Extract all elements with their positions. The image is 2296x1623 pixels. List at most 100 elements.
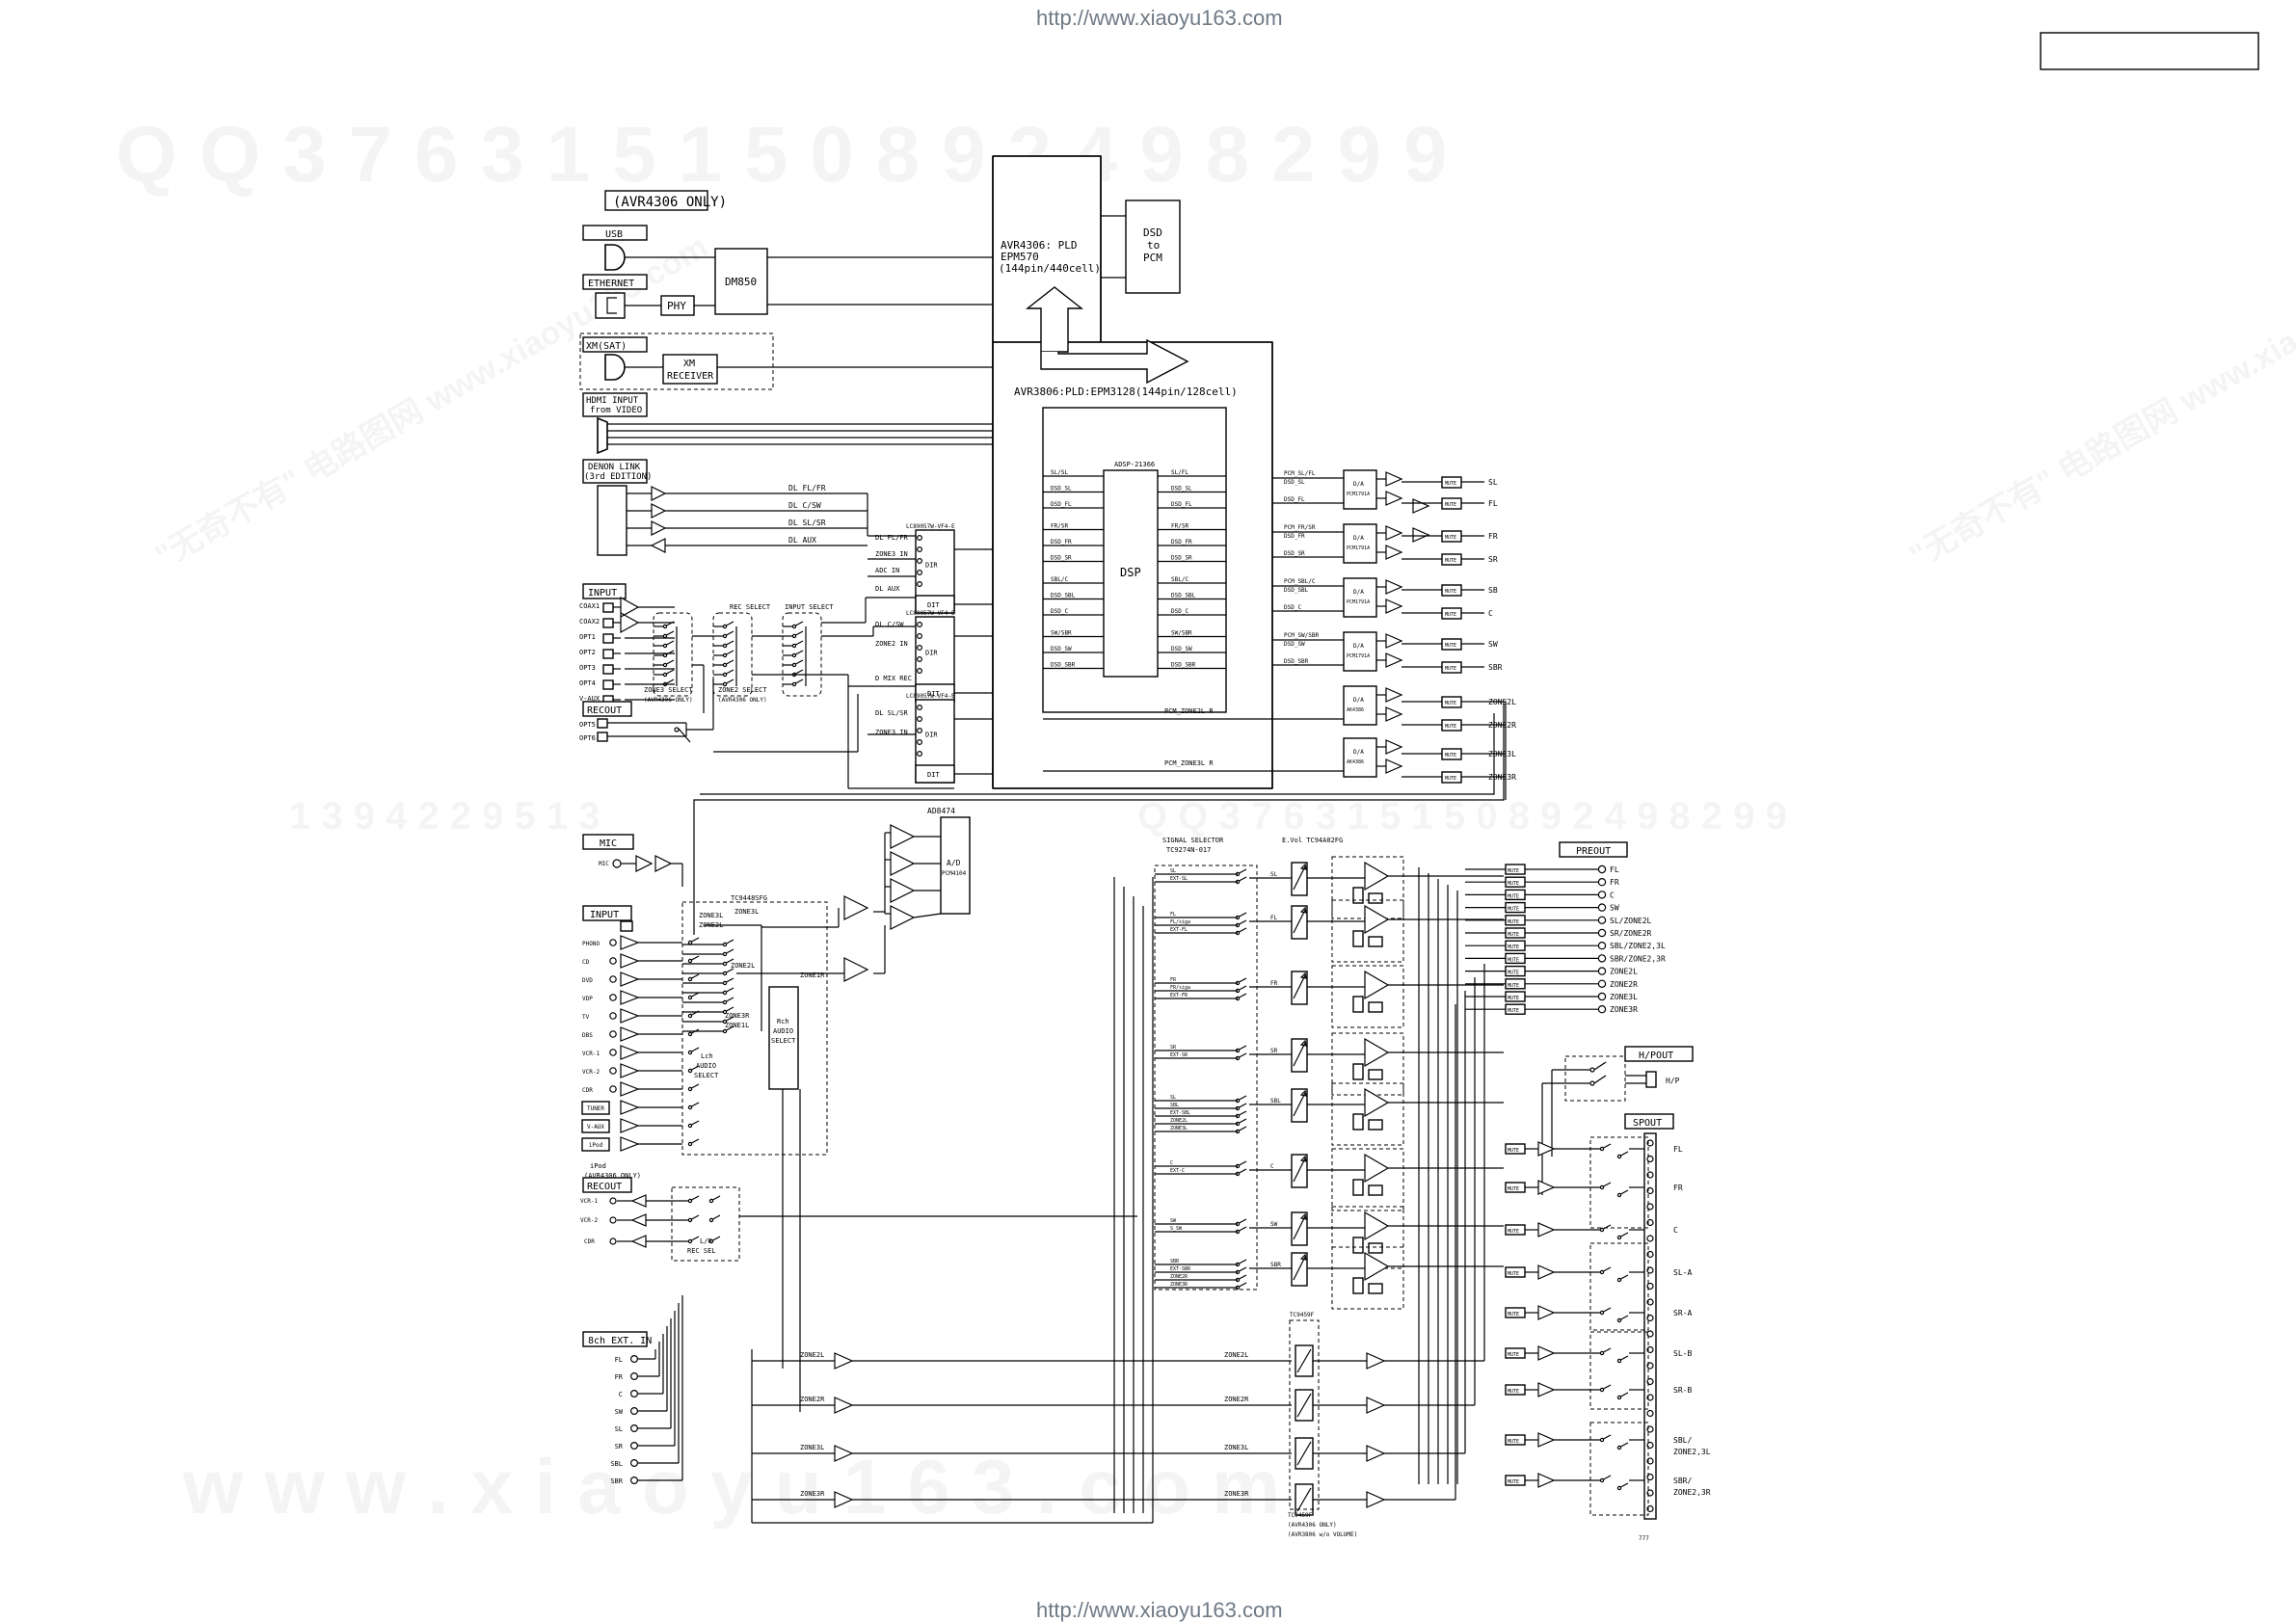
dsp-chip-label: ADSP-21366 xyxy=(1114,461,1155,468)
preout-label-1: FR xyxy=(1610,878,1619,887)
watermark-qq-row-1: Q Q 3 7 6 3 1 5 1 5 0 8 9 2 4 9 8 2 9 9 xyxy=(116,111,1447,199)
preout-jack-0 xyxy=(1597,865,1607,874)
digital-input-jack-5 xyxy=(602,679,614,690)
dsp-out-label-3: FR/SR xyxy=(1171,523,1188,530)
dac-mute-label-7: MUTE xyxy=(1445,666,1456,672)
dl-line-2: DL SL/SR xyxy=(788,519,826,527)
denon-link-label-2: (3rd EDITION) xyxy=(584,472,652,482)
dac-amp-a-1 xyxy=(1385,525,1403,541)
hpout-label-frame xyxy=(1624,1046,1694,1062)
pld4306-label-3: (144pin/440cell) xyxy=(999,262,1101,275)
rec-sel-switch-r-1 xyxy=(708,1214,721,1223)
dsd-to-pcm-2: to xyxy=(1147,239,1160,252)
ipod-note-2: (AVR4306 ONLY) xyxy=(584,1172,641,1180)
zone-amp-out-0 xyxy=(1366,1352,1386,1370)
sel-label-22: ZONE3R xyxy=(1170,1282,1188,1288)
xm-receiver-chip xyxy=(662,354,718,385)
rec-sel-switch-r-0 xyxy=(708,1195,721,1204)
spout-amp-7 xyxy=(1537,1432,1556,1448)
dac-block-0 xyxy=(1343,469,1377,510)
mic-jack xyxy=(612,859,622,868)
page-number-frame xyxy=(2040,32,2259,70)
digital-input-jack-4 xyxy=(602,664,614,675)
dac-out-label-0: SL xyxy=(1488,478,1498,487)
dir-pin-0-0 xyxy=(916,534,922,541)
preout-mute-label-6: MUTE xyxy=(1508,945,1519,950)
xm-label-frame xyxy=(582,336,648,353)
dac-out-label-6: SW xyxy=(1488,640,1498,649)
analog-input-box-10 xyxy=(581,1119,610,1133)
preout-label-10: ZONE3L xyxy=(1610,993,1638,1001)
dac-mute-label-9: MUTE xyxy=(1445,724,1456,730)
dac-amp-b-3 xyxy=(1385,652,1403,668)
digital-input-5: OPT4 xyxy=(579,679,596,687)
bus-arrow-right xyxy=(1040,338,1189,385)
tc-vol2-label: TC9459F xyxy=(1288,1512,1313,1519)
zone-label-5: ZONE1L xyxy=(725,1022,749,1029)
dac-block-1 xyxy=(1343,523,1377,564)
dac-block-3 xyxy=(1343,631,1377,672)
pcm-label-2-c: DSD_C xyxy=(1284,604,1301,611)
lch-label-2: AUDIO xyxy=(696,1062,716,1070)
dsp-out-label-9: SW/SBR xyxy=(1171,630,1192,637)
zone-amp-out-1 xyxy=(1366,1397,1386,1414)
evol-opamp-5 xyxy=(1364,1153,1390,1184)
watermark-qq-row-2: 1 3 9 4 2 2 9 5 1 3 xyxy=(289,795,600,838)
ana-sel-switch-b-6 xyxy=(722,997,734,1005)
dac-amp-a-3 xyxy=(1385,633,1403,649)
analog-input-label-2: DVD xyxy=(582,977,593,984)
dsp-in-label-8: DSD_C xyxy=(1051,608,1068,615)
analog-input-label-10: V-AUX xyxy=(587,1124,604,1131)
preout-jack-3 xyxy=(1597,903,1607,912)
preout-jack-10 xyxy=(1597,992,1607,1001)
evol-opamp-6 xyxy=(1364,1211,1390,1241)
dir-pin-2-4 xyxy=(916,750,922,757)
analog-input-jack-2 xyxy=(609,975,617,983)
preout-jack-7 xyxy=(1597,954,1607,963)
vol-tag-0: SL xyxy=(1270,871,1278,878)
pcm-zone3-label: PCM_ZONE3L R xyxy=(1164,759,1214,767)
pcm-label-3-b: DSD_SW xyxy=(1284,641,1305,648)
sel-label-21: ZONE2R xyxy=(1170,1274,1188,1280)
dac-amp-a-0 xyxy=(1385,471,1403,487)
front-sum-amp-2 xyxy=(1412,527,1430,543)
dsp-in-label-11: DSD_SBR xyxy=(1051,662,1076,669)
zone1-amps xyxy=(843,895,869,982)
evol-frame-5 xyxy=(1331,1148,1404,1211)
spout-gnd: 777 xyxy=(1639,1535,1649,1542)
evol-opamp-1 xyxy=(1364,904,1390,935)
spout-relay-8 xyxy=(1599,1475,1612,1483)
preout-label-3: SW xyxy=(1610,904,1619,913)
dsp-in-label-6: SBL/C xyxy=(1051,576,1068,583)
spout-amp-8 xyxy=(1537,1473,1556,1488)
sel-label-16: EXT-C xyxy=(1170,1168,1185,1174)
preout-label-8: ZONE2L xyxy=(1610,968,1638,976)
dac-chip-5: AK4386 xyxy=(1347,759,1364,765)
watermark-qq-row-3: Q Q 3 7 6 3 1 5 1 5 0 8 9 2 4 9 8 2 9 9 xyxy=(1137,795,1787,838)
denon-link-label-frame xyxy=(582,459,648,484)
dig-sel-switch-1-3 xyxy=(722,650,734,658)
ext-in-label-frame xyxy=(582,1331,648,1347)
xm-group-frame xyxy=(579,333,774,390)
analog-input-jack-3 xyxy=(609,994,617,1001)
digital-input-3: OPT2 xyxy=(579,649,596,656)
spout-label-6: SR-B xyxy=(1673,1386,1692,1395)
evol-trim-5 xyxy=(1352,1179,1364,1196)
dac-out-label-2: FR xyxy=(1488,532,1498,541)
sel-switch-8 xyxy=(1235,1045,1247,1053)
sel-switch-22 xyxy=(1235,1282,1247,1290)
dac-block-4 xyxy=(1343,685,1377,726)
digital-recout-0: OPT5 xyxy=(579,721,596,729)
dac-mute-label-8: MUTE xyxy=(1445,701,1456,706)
analog-input-jack-7 xyxy=(609,1067,617,1075)
dac-out-label-4: SB xyxy=(1488,586,1498,595)
dac-amp-b-2 xyxy=(1385,599,1403,614)
evol-bypass-5 xyxy=(1368,1184,1383,1196)
hp-switch-frame xyxy=(1564,1055,1626,1102)
dir-label-8: ZONE3 IN xyxy=(875,729,908,736)
analog-recout-jack-2 xyxy=(609,1237,617,1245)
sel-switch-9 xyxy=(1235,1052,1247,1061)
zone-bus-mid-label-1: ZONE2R xyxy=(1224,1396,1249,1403)
analog-recout-jack-1 xyxy=(609,1216,617,1224)
dsp-out-label-4: DSD_FR xyxy=(1171,539,1192,545)
